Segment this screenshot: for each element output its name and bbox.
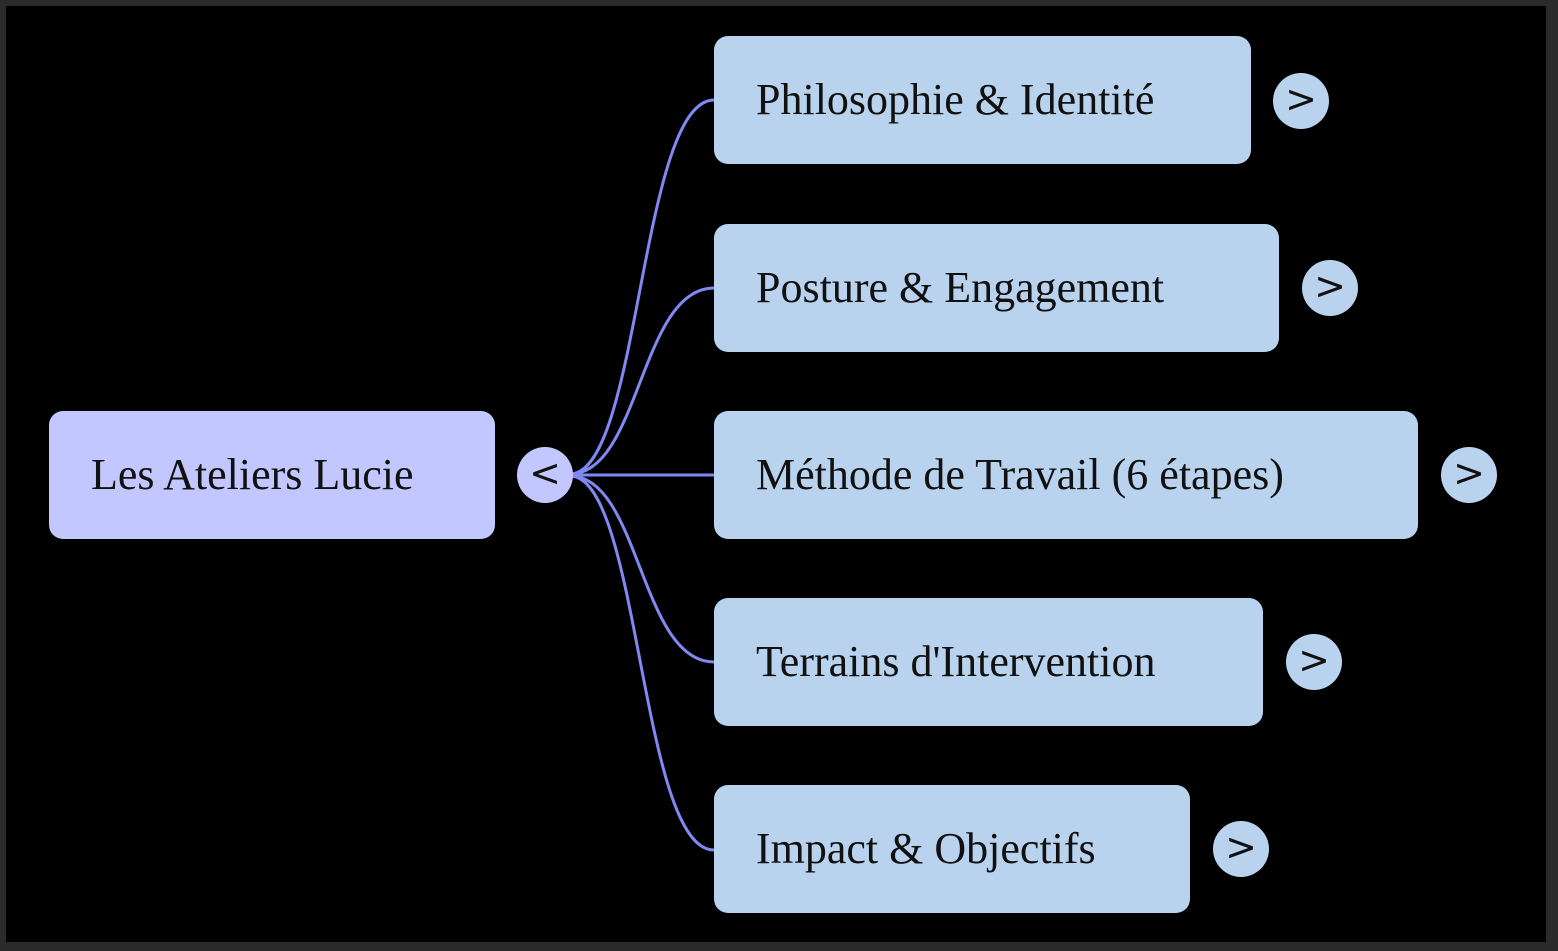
- expand-toggle-methode[interactable]: >: [1441, 447, 1497, 503]
- child-node-impact[interactable]: Impact & Objectifs: [714, 785, 1190, 913]
- link-impact: [569, 474, 715, 852]
- link-posture: [569, 286, 715, 476]
- root-node-label: Les Ateliers Lucie: [91, 450, 414, 499]
- expand-toggle-terrains[interactable]: >: [1286, 634, 1342, 690]
- root-collapse-toggle[interactable]: <: [517, 447, 573, 503]
- child-node-label: Méthode de Travail (6 étapes): [756, 450, 1284, 499]
- child-node-label: Terrains d'Intervention: [756, 637, 1156, 686]
- child-node-terrains[interactable]: Terrains d'Intervention: [714, 598, 1263, 726]
- chevron-left-icon: <: [529, 451, 561, 495]
- root-node[interactable]: Les Ateliers Lucie: [49, 411, 495, 539]
- expand-toggle-impact[interactable]: >: [1213, 821, 1269, 877]
- child-node-label: Impact & Objectifs: [756, 824, 1096, 873]
- chevron-right-icon: >: [1298, 638, 1330, 682]
- child-node-label: Posture & Engagement: [756, 263, 1165, 312]
- child-node-methode[interactable]: Méthode de Travail (6 étapes): [714, 411, 1418, 539]
- expand-toggle-posture[interactable]: >: [1302, 260, 1358, 316]
- child-node-label: Philosophie & Identité: [756, 75, 1155, 124]
- chevron-right-icon: >: [1285, 77, 1317, 121]
- expand-toggle-philosophie[interactable]: >: [1273, 73, 1329, 129]
- link-philosophie: [569, 98, 715, 476]
- chevron-right-icon: >: [1225, 825, 1257, 869]
- chevron-right-icon: >: [1453, 451, 1485, 495]
- chevron-right-icon: >: [1314, 264, 1346, 308]
- link-terrains: [569, 474, 715, 664]
- child-node-posture[interactable]: Posture & Engagement: [714, 224, 1279, 352]
- child-node-philosophie[interactable]: Philosophie & Identité: [714, 36, 1251, 164]
